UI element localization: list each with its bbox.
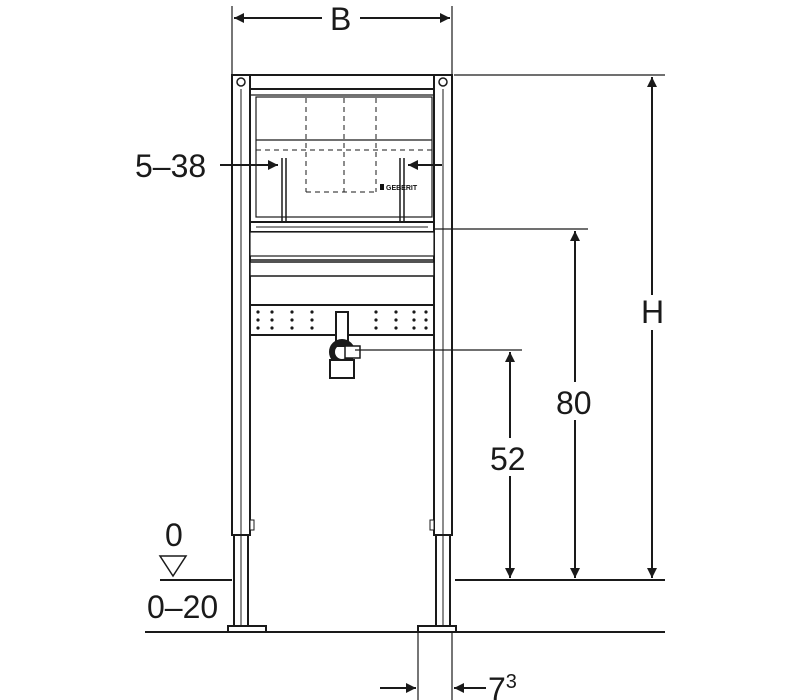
dimension-foot-label: 73: [488, 671, 517, 700]
dimension-h: [454, 74, 665, 578]
perforation-hole: [256, 318, 260, 322]
brand-logo-text: GEBERIT: [386, 185, 418, 192]
perforation-hole: [412, 318, 416, 322]
dimension-b: [231, 6, 453, 75]
basin-bar: [249, 221, 435, 277]
right-foot-plate: [417, 625, 457, 633]
frame: [227, 74, 457, 633]
perforation-hole: [374, 318, 378, 322]
level-triangle-icon: [158, 555, 188, 578]
dimension-80: [434, 228, 588, 578]
perforation-hole: [256, 310, 260, 314]
perforation-hole: [270, 310, 274, 314]
perforation-hole: [270, 326, 274, 330]
brand-logo-mark: [380, 184, 384, 190]
perforation-hole: [290, 310, 294, 314]
floor-zero-label: 0: [165, 517, 183, 553]
floor-lines: [145, 579, 665, 633]
dimension-b-label: B: [330, 1, 351, 37]
perforation-hole: [256, 326, 260, 330]
perforation-hole: [424, 310, 428, 314]
bolt-icon: [236, 77, 246, 87]
dimension-h-label: H: [641, 294, 664, 330]
perforation-hole: [394, 326, 398, 330]
left-foot-plate: [227, 625, 267, 633]
floor-level-marker: [158, 555, 188, 578]
perforation-hole: [290, 326, 294, 330]
floor-range-label: 0–20: [147, 589, 218, 625]
mounting-area: [255, 96, 433, 225]
dimension-52-label: 52: [490, 441, 526, 477]
perforation-hole: [310, 318, 314, 322]
perforation-hole: [412, 310, 416, 314]
perforation-hole: [394, 318, 398, 322]
drain-outlet: [329, 311, 361, 379]
perforation-hole: [310, 326, 314, 330]
perforation-hole: [374, 310, 378, 314]
perforation-hole: [290, 318, 294, 322]
perforation-hole: [412, 326, 416, 330]
frame-top-bar: [231, 74, 453, 90]
bolt-icon: [438, 77, 448, 87]
dimension-foot: [380, 632, 486, 700]
dimension-52: [355, 349, 522, 578]
dimension-foot-exponent: 3: [506, 671, 517, 693]
dimension-adjust-label: 5–38: [135, 148, 206, 184]
dimension-80-label: 80: [556, 385, 592, 421]
perforation-hole: [374, 326, 378, 330]
perforation-hole: [424, 326, 428, 330]
perforation-hole: [270, 318, 274, 322]
perforation-hole: [394, 310, 398, 314]
perforation-hole: [424, 318, 428, 322]
perforation-hole: [310, 310, 314, 314]
